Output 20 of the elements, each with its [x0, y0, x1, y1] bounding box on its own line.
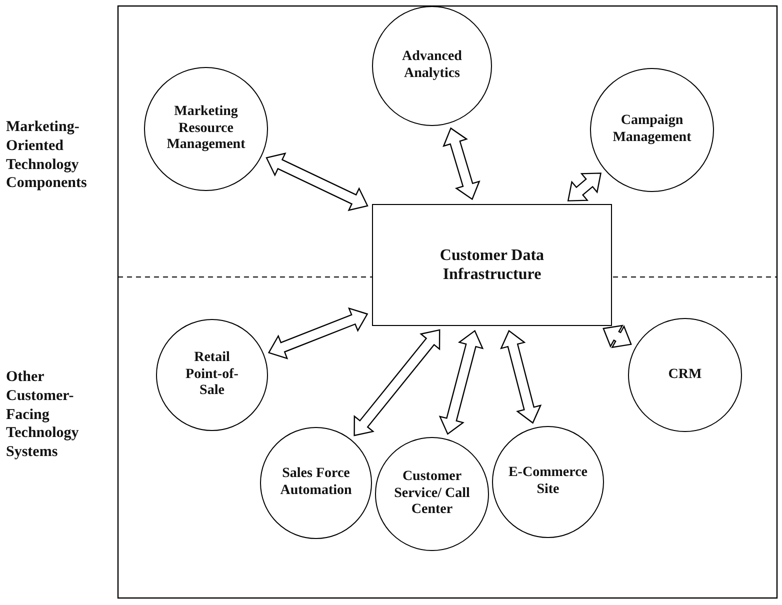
double-arrow: [602, 324, 632, 348]
double-arrow: [266, 152, 368, 212]
node-label: Campaign Management: [612, 113, 692, 147]
group-label: Other Customer-Facing Technology Systems: [6, 368, 80, 462]
double-arrow: [268, 307, 368, 360]
double-arrow: [438, 330, 484, 435]
node-label: Sales Force Automation: [279, 466, 353, 500]
double-arrow: [354, 329, 440, 436]
node-label: E-Commerce Site: [507, 465, 589, 499]
node-label: Customer Data Infrastructure: [438, 246, 546, 284]
node-label: Advanced Analytics: [401, 49, 463, 83]
node-label: Retail Point-of-Sale: [184, 350, 240, 400]
group-label: Marketing-Oriented Technology Components: [6, 118, 88, 193]
hub-box: [372, 204, 612, 326]
node-label: Customer Service/ Call Center: [393, 468, 471, 520]
double-arrow: [567, 172, 602, 202]
double-arrow: [500, 330, 542, 424]
double-arrow: [442, 127, 480, 200]
node-label: Marketing Resource Management: [166, 104, 246, 154]
node-label: CRM: [667, 366, 703, 384]
